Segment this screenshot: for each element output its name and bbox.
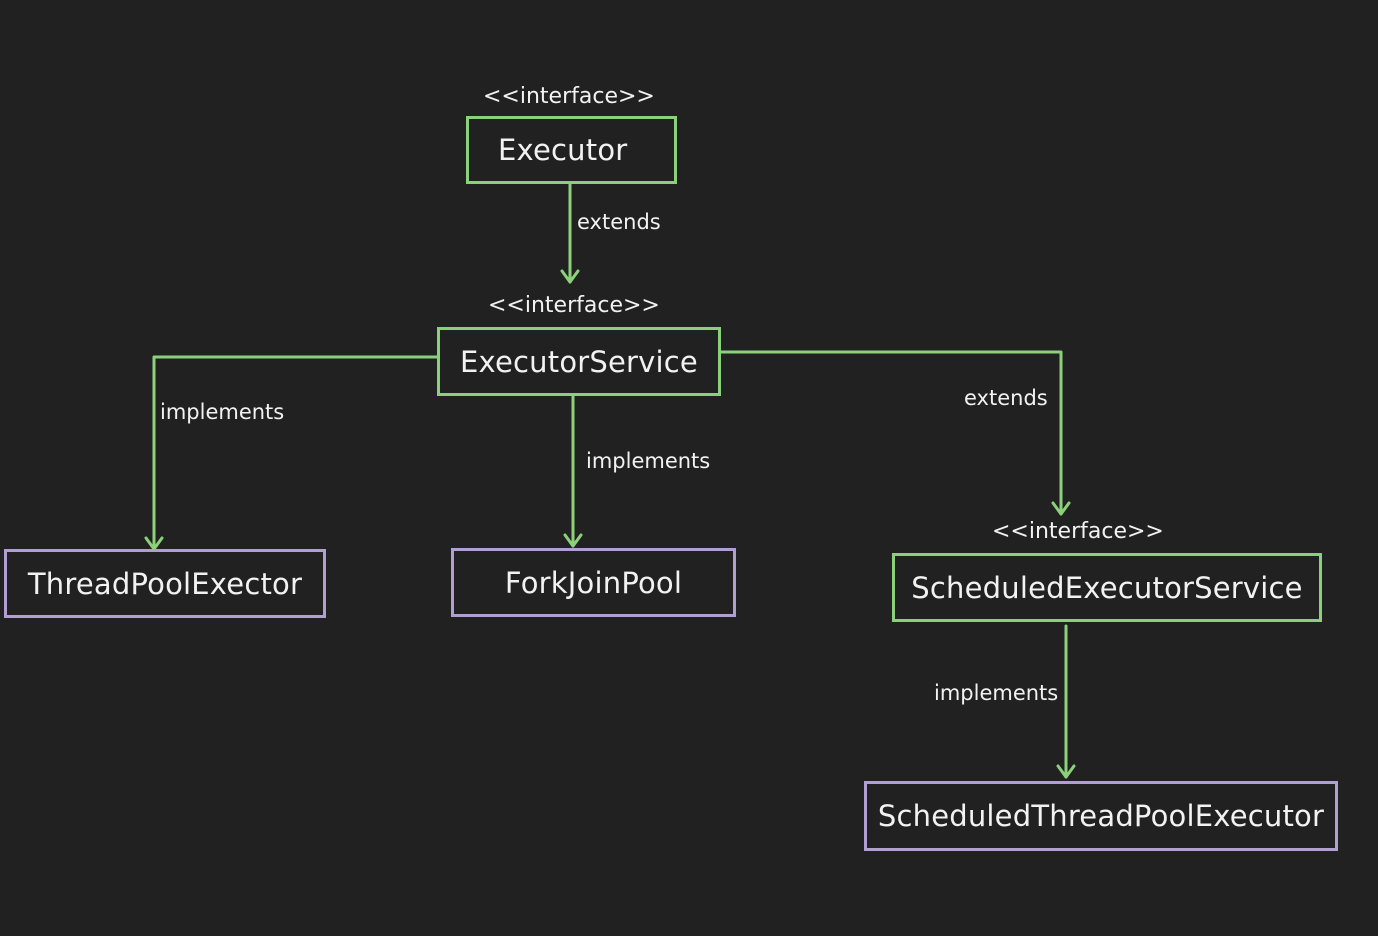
- executor-node: Executor: [466, 116, 677, 184]
- edge-label-implements: implements: [160, 400, 285, 424]
- connector-executorservice-to-threadpool: [152, 355, 439, 551]
- arrowhead-down: [1056, 764, 1076, 779]
- scheduledservice-node: ScheduledExecutorService: [892, 553, 1322, 622]
- executor-name: Executor: [498, 133, 628, 167]
- edge-label-extends: extends: [964, 386, 1048, 410]
- arrowhead-down: [560, 269, 580, 284]
- connector-executorservice-to-scheduledservice: [719, 350, 1063, 516]
- forkjoin-node: ForkJoinPool: [451, 548, 736, 617]
- threadpool-name: ThreadPoolExector: [27, 566, 303, 601]
- executorservice-name: ExecutorService: [460, 344, 698, 379]
- scheduledpool-name: ScheduledThreadPoolExecutor: [877, 799, 1325, 833]
- edge-label-extends: extends: [577, 210, 661, 234]
- executorservice-stereotype: <<interface>>: [488, 293, 660, 318]
- forkjoin-name: ForkJoinPool: [504, 565, 683, 600]
- edge-label-implements: implements: [586, 449, 711, 473]
- executor-stereotype: <<interface>>: [483, 84, 655, 109]
- executorservice-node: ExecutorService: [437, 327, 721, 396]
- threadpool-node: ThreadPoolExector: [4, 549, 326, 618]
- edge-label-implements: implements: [934, 681, 1059, 705]
- scheduledservice-name: ScheduledExecutorService: [911, 570, 1303, 605]
- arrowhead-down: [563, 533, 583, 548]
- arrowhead-down: [1051, 501, 1071, 516]
- scheduledpool-node: ScheduledThreadPoolExecutor: [864, 781, 1338, 851]
- scheduledservice-stereotype: <<interface>>: [992, 519, 1164, 544]
